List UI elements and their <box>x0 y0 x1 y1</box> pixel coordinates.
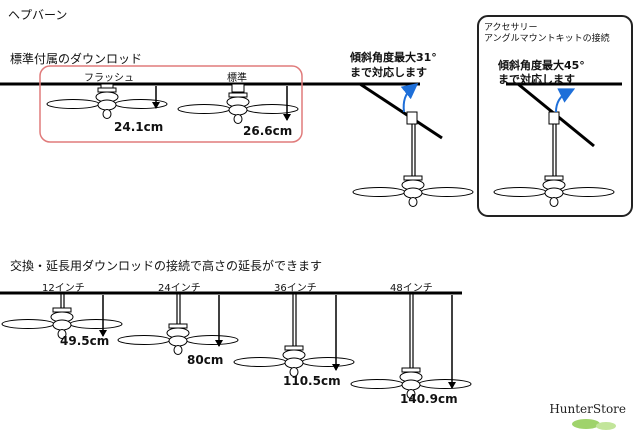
rod-48-label: 48インチ <box>390 283 433 294</box>
rod-36-height: 110.5cm <box>283 374 341 388</box>
slope-45-line1: 傾斜角度最大45° <box>498 59 585 72</box>
standard-section-label: 標準付属のダウンロッド <box>10 52 143 66</box>
accessory-label-1: アクセサリー <box>484 23 538 33</box>
slope-31-illustration <box>352 82 474 207</box>
fan-flush <box>46 83 168 119</box>
fan-standard <box>177 83 299 124</box>
accessory-label-2: アングルマウントキットの接続 <box>484 34 610 44</box>
fan-24-inch <box>117 293 239 355</box>
extension-section-label: 交換・延長用ダウンロッドの接続で高さの延長ができます <box>10 259 323 273</box>
rod-12-label: 12インチ <box>42 283 85 294</box>
accessory-box <box>477 15 633 217</box>
slope-45-line2: まで対応します <box>498 73 575 86</box>
fan-12-inch <box>1 293 123 339</box>
standard-label: 標準 <box>227 73 247 84</box>
rod-12-height: 49.5cm <box>60 334 110 348</box>
slope-45-illustration <box>493 82 622 207</box>
fan-36-inch <box>233 293 355 377</box>
standard-rods-box <box>39 65 303 143</box>
slope-31-line2: まで対応します <box>350 66 427 79</box>
brand-logo-mark <box>572 419 616 430</box>
rod-48-height: 140.9cm <box>400 392 458 406</box>
flush-label: フラッシュ <box>84 73 134 84</box>
fan-48-inch <box>350 293 472 399</box>
rod-36-label: 36インチ <box>274 283 317 294</box>
flush-height: 24.1cm <box>114 120 164 134</box>
rod-24-label: 24インチ <box>158 283 201 294</box>
page-title: ヘプバーン <box>8 8 68 22</box>
slope-31-line1: 傾斜角度最大31° <box>350 51 437 64</box>
rod-24-height: 80cm <box>187 353 224 367</box>
standard-height: 26.6cm <box>243 124 293 138</box>
brand-name: HunterStore <box>549 402 626 416</box>
